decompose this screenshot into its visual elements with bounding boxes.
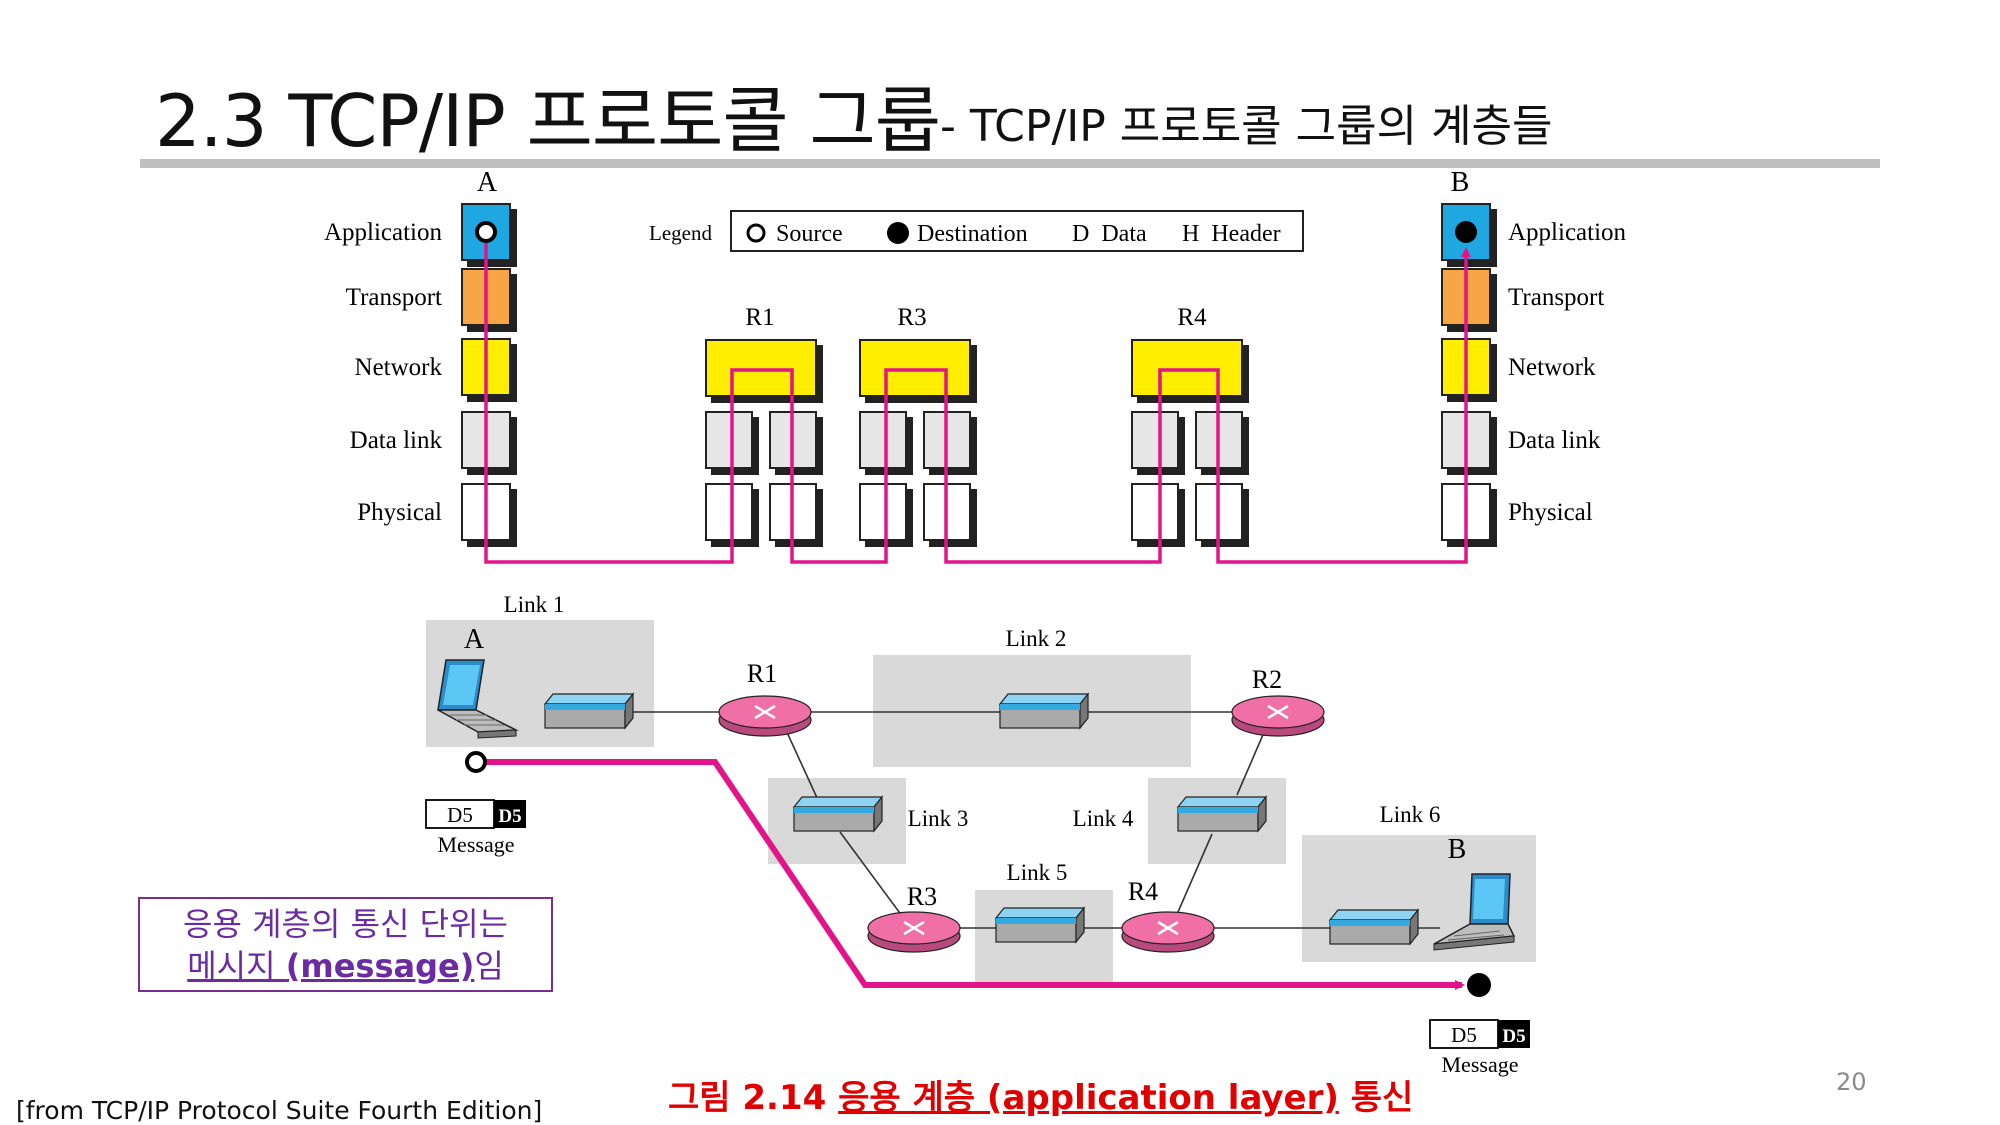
left-label-datalink: Data link bbox=[350, 427, 443, 454]
router-r1-label: R1 bbox=[745, 304, 774, 331]
legend-source: Source bbox=[776, 221, 843, 247]
source-note: [from TCP/IP Protocol Suite Fourth Editi… bbox=[16, 1096, 543, 1125]
caption-underlined: 응용 계층 (application layer) bbox=[838, 1078, 1339, 1118]
router-r1 bbox=[717, 694, 813, 738]
legend-destination-icon bbox=[887, 222, 909, 244]
switch-link2 bbox=[999, 693, 1089, 729]
source-dot bbox=[475, 221, 497, 243]
host-a-label: A bbox=[477, 167, 498, 198]
switch-link5 bbox=[995, 907, 1085, 943]
legend-header: H Header bbox=[1182, 221, 1281, 247]
r1-net-label: R1 bbox=[747, 659, 777, 688]
right-label-datalink: Data link bbox=[1508, 427, 1601, 454]
host-b-label: B bbox=[1451, 167, 1470, 198]
laptop-a-icon bbox=[437, 659, 519, 739]
message-source-label: Message bbox=[438, 832, 515, 857]
router-r2 bbox=[1230, 694, 1326, 738]
page-number: 20 bbox=[1836, 1068, 1867, 1096]
title-divider bbox=[140, 159, 1880, 168]
note-line2: 메시지 (message)임 bbox=[140, 945, 551, 987]
switch-link4 bbox=[1177, 796, 1267, 832]
caption-prefix: 그림 2.14 bbox=[668, 1078, 839, 1118]
router-r3 bbox=[866, 910, 962, 954]
caption-suffix: 통신 bbox=[1338, 1078, 1414, 1118]
router-r4 bbox=[1120, 910, 1216, 954]
link4-label: Link 4 bbox=[1073, 806, 1134, 831]
note-line2-a: 메시지 bbox=[187, 947, 286, 985]
router-r4-label: R4 bbox=[1177, 304, 1207, 331]
link6-label: Link 6 bbox=[1380, 802, 1441, 827]
host-a-net-label: A bbox=[464, 624, 485, 655]
router-stacks bbox=[705, 339, 1249, 547]
switch-link3 bbox=[793, 796, 883, 832]
host-a-stack bbox=[461, 203, 517, 547]
link5-label: Link 5 bbox=[1007, 860, 1068, 885]
note-line2-c: 임 bbox=[474, 947, 504, 985]
legend-destination: Destination bbox=[917, 221, 1028, 247]
note-line2-b: (message) bbox=[285, 947, 475, 985]
message-source-header: D5 bbox=[498, 806, 521, 827]
legend-box bbox=[730, 210, 1304, 252]
message-destination-label: Message bbox=[1442, 1052, 1519, 1077]
laptop-b-icon bbox=[1433, 873, 1516, 951]
switch-link6 bbox=[1329, 909, 1419, 945]
message-source-dot bbox=[465, 751, 487, 773]
r2-net-label: R2 bbox=[1252, 665, 1282, 694]
left-label-application: Application bbox=[324, 219, 443, 246]
right-label-physical: Physical bbox=[1508, 499, 1593, 526]
r3-net-label: R3 bbox=[907, 882, 937, 911]
legend-source-icon bbox=[746, 223, 766, 243]
message-destination-data: D5 bbox=[1451, 1023, 1477, 1047]
link1-label: Link 1 bbox=[504, 592, 565, 617]
right-label-application: Application bbox=[1508, 219, 1627, 246]
left-label-transport: Transport bbox=[346, 284, 442, 311]
message-source: D5 D5 Message bbox=[425, 799, 526, 857]
left-label-physical: Physical bbox=[357, 499, 442, 526]
figure-caption: 그림 2.14 응용 계층 (application layer) 통신 bbox=[668, 1070, 1413, 1119]
legend-data: D Data bbox=[1072, 221, 1147, 247]
layer-path bbox=[484, 232, 1471, 564]
destination-dot bbox=[1455, 221, 1477, 243]
note-line1: 응용 계층의 통신 단위는 bbox=[183, 905, 508, 943]
message-destination-header: D5 bbox=[1502, 1026, 1525, 1047]
host-b-net-label: B bbox=[1448, 834, 1467, 865]
note-box: 응용 계층의 통신 단위는 메시지 (message)임 bbox=[138, 897, 553, 992]
message-path bbox=[476, 759, 1465, 990]
cables bbox=[630, 711, 1440, 929]
host-b-stack bbox=[1441, 203, 1497, 547]
message-destination: D5 D5 Message bbox=[1429, 1019, 1530, 1077]
link3-label: Link 3 bbox=[908, 806, 969, 831]
page-title: 2.3 TCP/IP 프로토콜 그룹 bbox=[155, 79, 941, 163]
r4-net-label: R4 bbox=[1128, 877, 1158, 906]
left-label-network: Network bbox=[355, 354, 443, 381]
right-label-network: Network bbox=[1508, 354, 1596, 381]
legend-title: Legend bbox=[649, 221, 712, 245]
link2-label: Link 2 bbox=[1006, 626, 1067, 651]
page-subtitle: - TCP/IP 프로토콜 그룹의 계층들 bbox=[940, 101, 1553, 152]
router-r3-label: R3 bbox=[897, 304, 926, 331]
message-source-data: D5 bbox=[447, 803, 473, 827]
message-destination-dot bbox=[1467, 973, 1491, 997]
right-label-transport: Transport bbox=[1508, 284, 1604, 311]
switch-link1 bbox=[544, 693, 634, 729]
